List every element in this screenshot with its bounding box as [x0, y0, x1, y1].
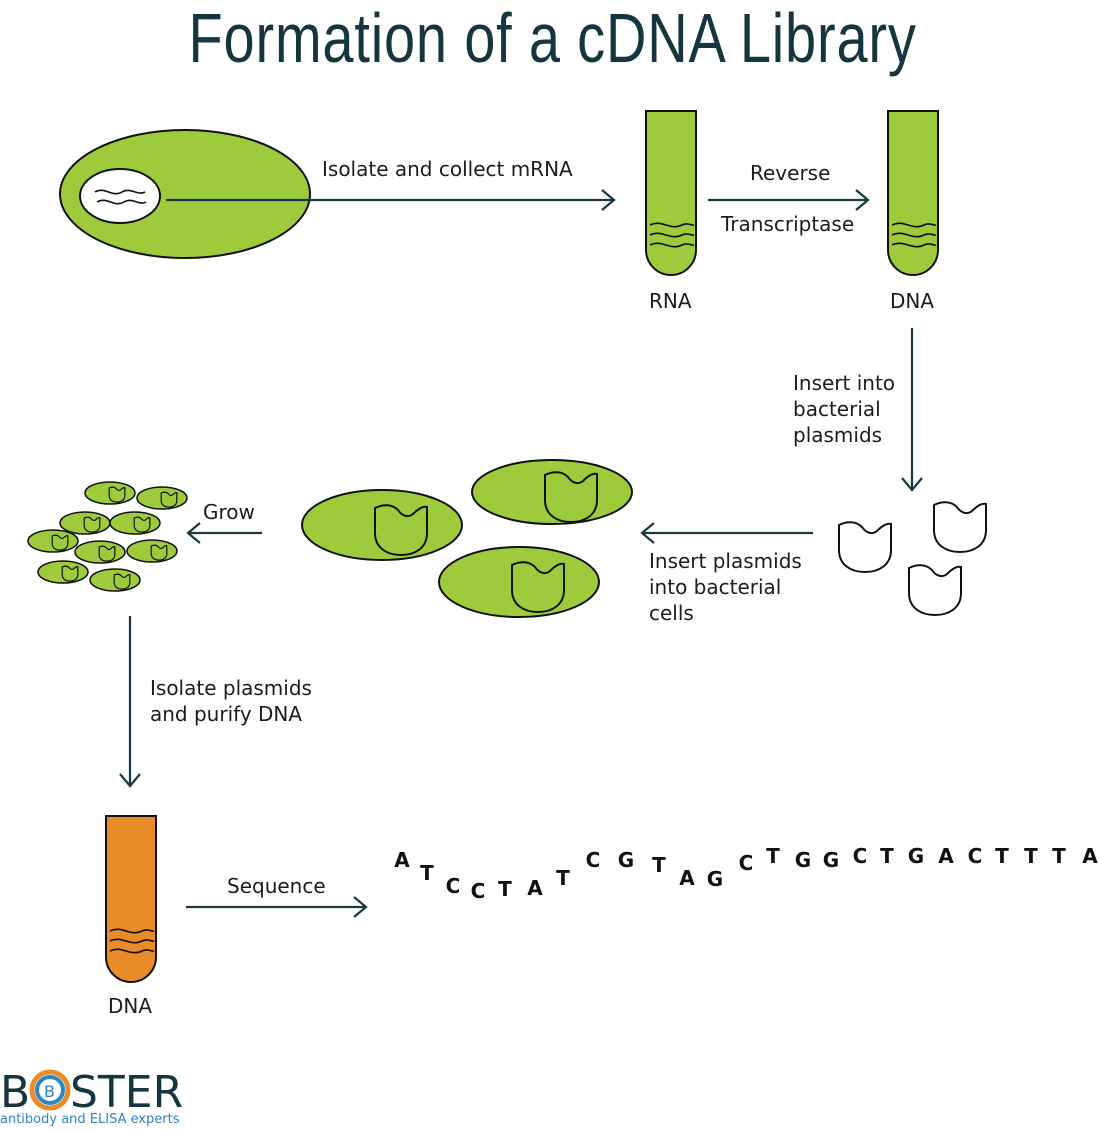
small-cell: [37, 560, 89, 584]
boster-logo-mark: B B STER: [0, 1067, 183, 1118]
label-dna-top: DNA: [890, 289, 935, 313]
svg-text:B: B: [0, 1067, 30, 1114]
arrow-grow: [186, 522, 262, 544]
logo-tagline: antibody and ELISA experts: [0, 1112, 180, 1127]
label-insert-cells: Insert plasmids into bacterial cells: [649, 549, 802, 625]
label-reverse: Reverse: [750, 161, 831, 185]
label-insert-plasmids: Insert into bacterial plasmids: [793, 371, 896, 447]
arrow-insert-cells: [640, 522, 813, 544]
rna-tube: [645, 110, 697, 276]
svg-text:B: B: [44, 1082, 55, 1101]
dna-tube-bottom: [105, 815, 157, 983]
sequence-letter: A: [938, 844, 954, 868]
sequence-letter: T: [880, 844, 894, 868]
sequence-letter: G: [823, 848, 839, 872]
label-dna-bottom: DNA: [108, 994, 153, 1018]
sequence-letter: C: [968, 844, 983, 868]
sequence-letter: A: [679, 866, 695, 890]
sequence-letter: T: [1024, 844, 1038, 868]
sequence-letter: T: [498, 877, 512, 901]
mrna-squiggle-icon: [94, 189, 147, 205]
sequence-letter: G: [795, 848, 811, 872]
small-cell: [84, 481, 136, 505]
label-rna: RNA: [649, 289, 692, 313]
page-title: Formation of a cDNA Library: [188, 0, 917, 77]
label-sequence: Sequence: [227, 874, 326, 898]
bacterial-colony: [27, 481, 188, 592]
plasmid-icon: [908, 564, 962, 616]
plasmid-icon: [838, 521, 892, 573]
sequence-letter: T: [766, 844, 780, 868]
arrow-insert-plasmids: [901, 328, 923, 492]
sequence-letter: G: [908, 844, 924, 868]
sequence-letter: T: [420, 861, 434, 885]
sequence-letter: G: [707, 867, 723, 891]
arrow-isolate-purify: [119, 616, 141, 788]
sequence-letter: A: [394, 848, 410, 872]
sequence-letter: T: [652, 853, 666, 877]
small-cell: [89, 568, 141, 592]
plasmid-icon: [933, 501, 987, 553]
sequence-letter: A: [527, 876, 543, 900]
svg-text:STER: STER: [70, 1067, 183, 1114]
sequence-letter: G: [618, 848, 634, 872]
sequence-letter: C: [471, 879, 486, 903]
small-cell: [59, 511, 111, 535]
label-isolate-purify: Isolate plasmids and purify DNA: [150, 676, 312, 726]
sequence-letter: C: [586, 848, 601, 872]
transformed-cells: [301, 459, 633, 618]
label-isolate-mrna: Isolate and collect mRNA: [322, 157, 573, 181]
arrow-isolate-mrna: [166, 189, 616, 211]
label-grow: Grow: [203, 500, 255, 524]
dna-tube-top: [887, 110, 939, 276]
source-cell: [59, 129, 311, 259]
arrow-sequence: [186, 896, 368, 918]
boster-logo: B B STER: [0, 1064, 200, 1131]
sequence-letter: C: [446, 874, 461, 898]
sequence-letter: C: [739, 851, 754, 875]
label-transcriptase: Transcriptase: [721, 212, 855, 236]
sequence-letter: T: [995, 844, 1009, 868]
sequence-letter: C: [853, 844, 868, 868]
small-cell: [27, 529, 79, 553]
sequence-letter: T: [1052, 844, 1066, 868]
sequence-letter: A: [1082, 844, 1098, 868]
small-cell: [136, 486, 188, 510]
small-cell: [109, 511, 161, 535]
small-cell: [126, 539, 178, 563]
plasmids-empty: [838, 501, 987, 616]
nucleus: [79, 168, 161, 224]
sequence-letter: T: [556, 866, 570, 890]
arrow-reverse-transcriptase: [708, 189, 870, 211]
small-cell: [74, 540, 126, 564]
